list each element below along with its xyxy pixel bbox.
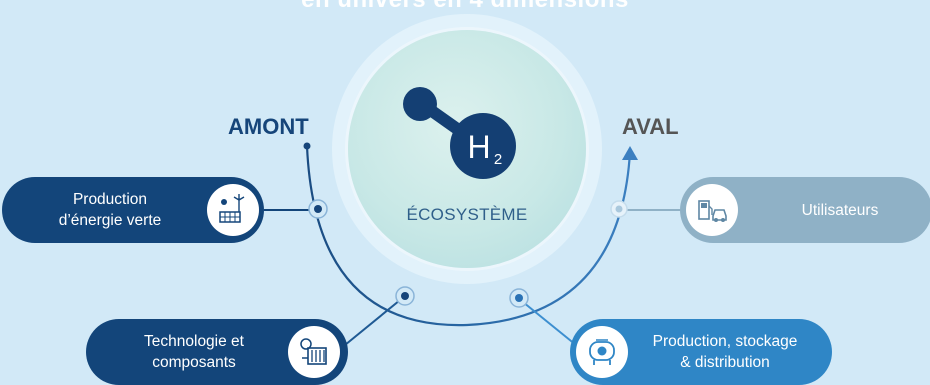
fuel-station-car-icon [686,184,738,236]
junction-technology [395,286,415,306]
node-production-storage-line2: & distribution [680,354,770,371]
node-production-storage-line1: Production, stockage [652,333,798,350]
molecule-symbol: H [467,129,490,165]
node-green-energy-text: Production d’énergie verte [22,189,198,231]
h2-component-icon [288,326,340,378]
molecule-subscript: 2 [494,151,502,168]
junction-users [610,200,628,218]
node-technology[interactable]: Technologie et composants [86,319,348,385]
node-users[interactable]: Utilisateurs [680,177,930,243]
ecosystem-label: ÉCOSYSTÈME [406,205,528,224]
arc-path [305,145,632,327]
node-green-energy-line2: d’énergie verte [58,212,162,229]
junction-green-energy [308,199,328,219]
node-production-storage-text: Production, stockage & distribution [630,331,820,373]
node-green-energy[interactable]: Production d’énergie verte [2,177,264,243]
spoke-production-storage [517,297,577,346]
node-production-storage[interactable]: Production, stockage & distribution [570,319,832,385]
amont-label: AMONT [228,114,309,139]
diagram-title: en univers en 4 dimensions [0,0,930,13]
node-users-label: Utilisateurs [801,202,879,219]
node-green-energy-line1: Production [72,191,148,208]
arc-arrowhead [622,146,638,160]
node-technology-text: Technologie et composants [106,331,282,373]
spoke-technology [344,295,406,346]
node-technology-line1: Technologie et [144,333,244,350]
solar-wind-icon [207,184,259,236]
junction-production-storage [509,288,529,308]
amont-start-dot [303,142,311,150]
hydrogen-molecule-icon: H 2 [403,87,516,179]
aval-label: AVAL [622,114,679,139]
node-technology-line2: composants [152,354,236,371]
h2-tank-icon [576,326,628,378]
